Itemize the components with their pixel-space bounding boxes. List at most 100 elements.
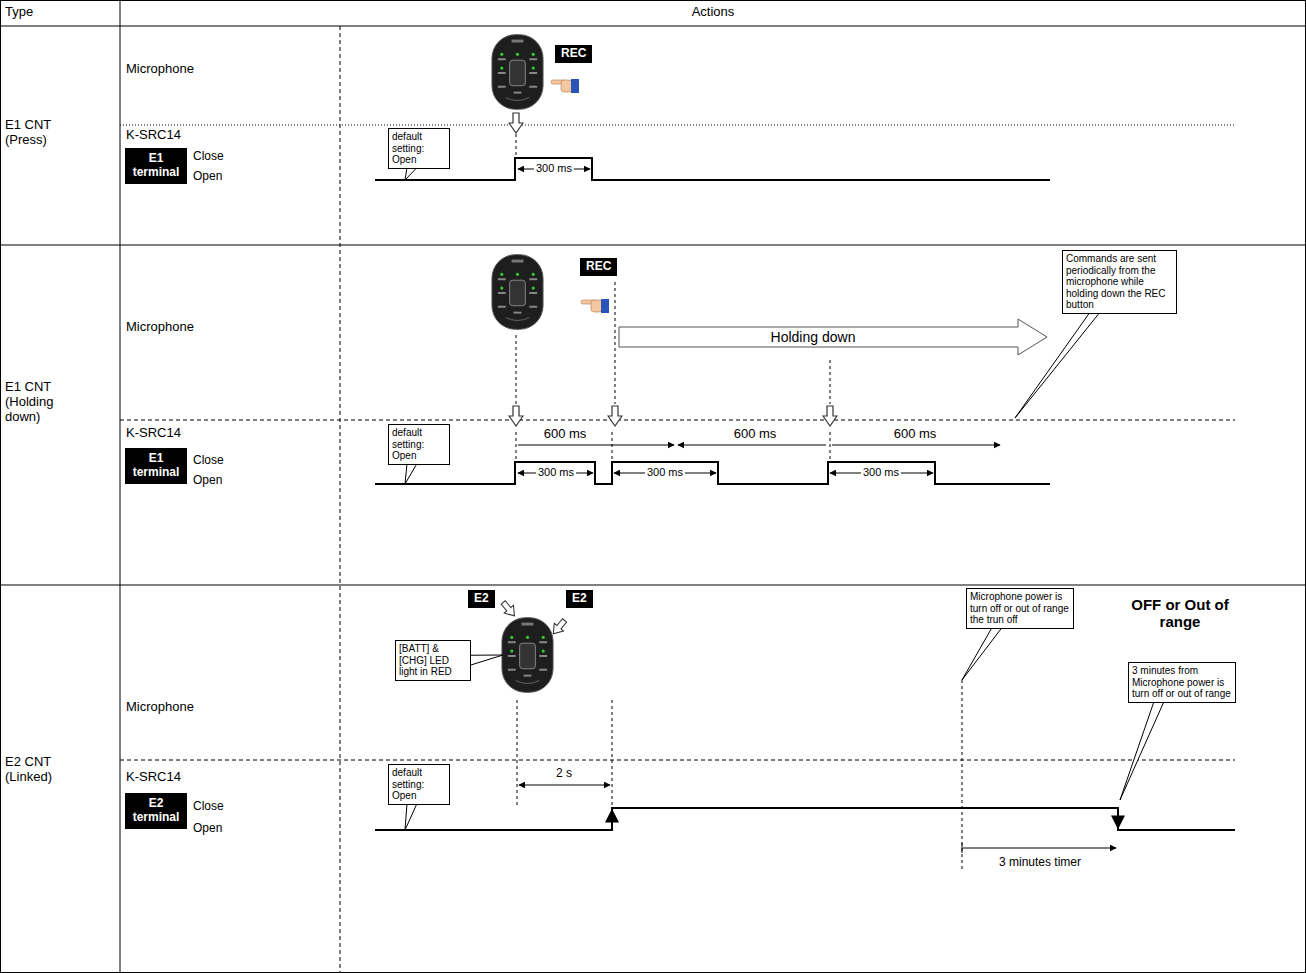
node-text: E2 terminal xyxy=(133,796,180,824)
timing-label: 600 ms xyxy=(542,426,589,441)
text-label: E1 CNT (Holding down) xyxy=(5,380,75,425)
drawing-shape xyxy=(830,432,831,462)
timing-label: K-SRC14 xyxy=(126,769,181,784)
node-text: Microphone power is turn off or out of r… xyxy=(970,591,1069,625)
drawing-shape xyxy=(375,462,1050,484)
text-label: Open xyxy=(193,822,222,836)
node-text: [BATT] & [CHG] LED light in RED xyxy=(399,643,452,677)
drawing-shape xyxy=(551,79,579,93)
text-label: K-SRC14 xyxy=(126,770,181,785)
text-label: Actions xyxy=(692,5,735,20)
timing-label: 600 ms xyxy=(892,426,939,441)
hollow-arrow-shape xyxy=(619,319,1047,355)
callout-box: default setting: Open xyxy=(388,424,450,465)
drawing-shape xyxy=(516,134,517,158)
node-text: default setting: Open xyxy=(392,767,424,801)
text-label: K-SRC14 xyxy=(126,128,181,143)
timing-label: Close xyxy=(193,453,224,467)
text-label: E2 CNT (Linked) xyxy=(5,755,75,785)
timing-label: 300 ms xyxy=(534,162,574,174)
drawing-shape xyxy=(492,35,543,110)
text-label: 2 s xyxy=(554,767,574,781)
timing-label: 600 ms xyxy=(732,426,779,441)
text-label: 600 ms xyxy=(542,427,589,442)
drawing-shape xyxy=(509,113,523,133)
terminal-tag: E1 terminal xyxy=(125,448,187,484)
drawing-shape xyxy=(120,125,1235,126)
drawing-shape xyxy=(1117,808,1119,828)
drawing-shape xyxy=(509,406,523,426)
drawing-shape xyxy=(608,406,622,426)
timing-label: E1 CNT (Holding down) xyxy=(5,379,53,424)
drawing-shape xyxy=(517,700,518,808)
drawing-shape xyxy=(375,158,1050,180)
drawing-shape xyxy=(612,700,613,808)
row3-art xyxy=(375,599,1235,870)
drawing-shape xyxy=(516,335,517,404)
node-text: E2 xyxy=(572,591,587,605)
row1-art xyxy=(375,35,1050,180)
timing-label: Open xyxy=(193,473,222,487)
drawing-shape xyxy=(962,680,963,870)
callout-tail xyxy=(1120,702,1164,801)
text-label: Open xyxy=(193,170,222,184)
timing-label: K-SRC14 xyxy=(126,425,181,440)
timing-label: OFF or Out of range xyxy=(1131,596,1228,630)
timing-label: Open xyxy=(193,821,222,835)
level-label: Close xyxy=(193,149,224,163)
text-label: 300 ms xyxy=(861,466,901,479)
drawing-shape xyxy=(502,618,553,693)
text-label: 600 ms xyxy=(892,427,939,442)
node-text: REC xyxy=(561,46,586,60)
drawing-shape xyxy=(615,282,616,404)
drawing-shape xyxy=(0,26,1306,27)
text-label: 300 ms xyxy=(536,466,576,479)
node-text: E1 terminal xyxy=(133,151,180,179)
button-tag: E2 xyxy=(468,590,495,608)
text-label: 600 ms xyxy=(732,427,779,442)
text-label: Close xyxy=(193,454,224,468)
row-label: Microphone xyxy=(126,61,194,76)
callout-tail xyxy=(962,628,1002,681)
drawing-shape xyxy=(0,585,1306,586)
text-label: Microphone xyxy=(126,320,194,335)
drawing-shape xyxy=(678,445,826,446)
level-label: Open xyxy=(193,169,222,183)
callout-tail xyxy=(405,168,417,181)
timing-label: 300 ms xyxy=(645,466,685,478)
row-label: K-SRC14 xyxy=(126,127,181,142)
callout-box: 3 minutes from Microphone power is turn … xyxy=(1128,662,1236,703)
drawing-shape xyxy=(340,26,341,973)
drawing-shape xyxy=(518,445,674,446)
callout-tail xyxy=(470,655,503,665)
text-label: OFF or Out of range xyxy=(1125,596,1235,631)
drawing-shape xyxy=(963,848,1116,849)
row2-art xyxy=(375,255,1050,484)
text-label: E1 CNT (Press) xyxy=(5,118,75,148)
button-tag: REC xyxy=(580,258,617,276)
text-label: Close xyxy=(193,150,224,164)
terminal-tag: E2 terminal xyxy=(125,793,187,829)
header-cell: Actions xyxy=(692,4,735,19)
header-cell: Type xyxy=(5,4,33,19)
callout-tail xyxy=(405,804,417,831)
node-text: Commands are sent periodically from the … xyxy=(1066,253,1166,310)
text-label: 300 ms xyxy=(645,466,685,479)
text-label: Open xyxy=(193,474,222,488)
drawing-shape xyxy=(832,445,1000,446)
callout-box: [BATT] & [CHG] LED light in RED xyxy=(395,640,471,681)
drawing-shape xyxy=(823,406,837,426)
callout-box: default setting: Open xyxy=(388,128,450,169)
timing-label: 2 s xyxy=(554,766,574,780)
callout-box: Commands are sent periodically from the … xyxy=(1062,250,1177,314)
text-label: Type xyxy=(5,5,33,20)
drawing-shape xyxy=(120,760,1235,761)
drawing-shape xyxy=(549,617,570,638)
callout-box: Microphone power is turn off or out of r… xyxy=(966,588,1074,629)
timing-label: 300 ms xyxy=(536,466,576,478)
timing-label: Microphone xyxy=(126,699,194,714)
node-text: default setting: Open xyxy=(392,131,424,165)
